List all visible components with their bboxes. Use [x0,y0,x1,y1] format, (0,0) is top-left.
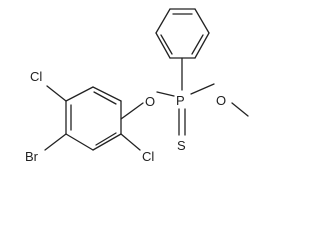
methoxy-oxygen-label: O [216,93,226,108]
aryl-inner-bond-3 [93,91,117,105]
phenyl-bond-2 [194,8,210,34]
bond-layer [44,8,249,151]
chemical-structure: P S O O Cl Br Cl [25,8,249,164]
phenyl-inner-bond-2 [191,34,204,55]
bottom-chlorine-label: Cl [142,149,154,164]
phenyl-inner-bond-3 [160,34,173,55]
sulfur-label: S [177,138,186,153]
aryl-ring-bond-1 [65,86,94,102]
phenyl-bond-6 [155,8,171,34]
top-chlorine-label: Cl [30,69,42,84]
phenyl-bond-5 [155,32,171,59]
aryl-o-p-bond [156,91,175,97]
ring-aryl-o-bond [120,102,144,120]
bromine-label: Br [25,149,39,164]
top-cl-bond [46,85,67,102]
phenyl-bond-3 [194,32,210,59]
aryl-inner-bond-2 [95,132,117,146]
atom-label-layer: P S O O Cl Br Cl [25,69,226,164]
aryl-ring-bond-6 [92,86,122,102]
p-methoxy-o-bond [190,83,215,95]
aryl-ring-bond-4 [92,133,122,151]
phosphorus-label: P [176,93,185,108]
br-bond [44,133,67,151]
bottom-cl-bond [120,133,141,151]
methoxy-methyl-bond [231,102,249,117]
aryl-oxygen-label: O [145,94,155,109]
aryl-ring-bond-3 [65,133,94,151]
